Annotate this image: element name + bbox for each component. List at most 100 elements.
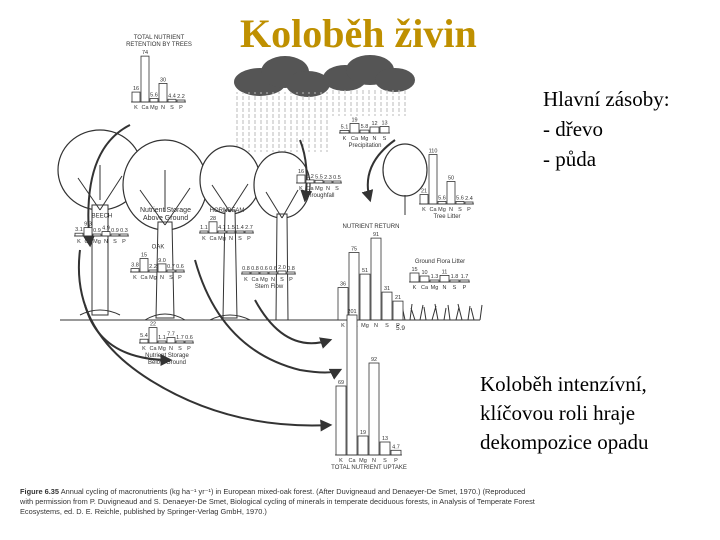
category-label-uptake-P: P — [394, 458, 398, 464]
panel-ground-flora: 15K10Ca1.3Mg11N1.8S1.7PGround Flora Litt… — [409, 259, 470, 291]
value-label-oak-K: 3.8 — [131, 263, 139, 269]
bar-nutrient-return-P — [393, 301, 403, 320]
value-label-tree-litter-Mg: 5.6 — [438, 195, 446, 201]
category-label-tree-litter-Ca: Ca — [429, 207, 437, 213]
bar-beech-K — [75, 233, 83, 236]
category-label-beech-P: P — [122, 239, 126, 245]
category-label-precipitation-S: S — [383, 136, 387, 142]
category-label-beech-Ca: Ca — [84, 239, 92, 245]
category-label-stem-flow-S: S — [280, 277, 284, 283]
category-label-precipitation-N: N — [373, 136, 377, 142]
bar-uptake-S — [380, 442, 390, 455]
value-label-below-ground-S: 1.7 — [176, 335, 184, 341]
category-label-ground-flora-N: N — [443, 285, 447, 291]
category-label-throughfall-N: N — [326, 186, 330, 192]
value-label-stem-flow-P: 0.8 — [287, 266, 295, 272]
value-label-tree-litter-Ca: 110 — [429, 149, 438, 155]
value-label-oak-N: 9.0 — [158, 258, 166, 264]
category-label-precipitation-Mg: Mg — [361, 136, 369, 142]
value-label-beech-Ca: 9.3 — [84, 222, 92, 228]
category-label-ground-flora-Mg: Mg — [431, 285, 439, 291]
value-label-throughfall-Ca: 6.2 — [306, 174, 314, 180]
category-label-below-ground-Ca: Ca — [149, 346, 157, 352]
main-stores-heading: Hlavní zásoby: — [543, 84, 670, 114]
value-label-precipitation-Mg: 5.8 — [361, 124, 369, 130]
value-label-uptake-Ca: 201 — [347, 309, 356, 315]
cycle-note-line-2: klíčovou roli hraje — [480, 399, 649, 428]
category-label-below-ground-N: N — [169, 346, 173, 352]
bar-nutrient-return-S — [382, 292, 392, 320]
bar-uptake-N — [369, 363, 379, 455]
bar-throughfall-K — [297, 175, 305, 183]
value-label-hornbeam-P: 2.7 — [245, 225, 253, 231]
bar-retention-S — [168, 99, 176, 102]
category-label-nutrient-return-K: K — [341, 323, 345, 329]
cycle-note-line-3: dekompozice opadu — [480, 428, 649, 457]
ground-flora-grass — [402, 304, 482, 320]
above-ground-label-1: Nutrient Storage — [140, 207, 191, 214]
value-label-beech-K: 3.1 — [75, 227, 83, 233]
panel-title-precipitation: Precipitation — [348, 143, 381, 149]
panel-title-retention: RETENTION BY TREES — [126, 42, 192, 48]
value-label-hornbeam-Ca: 28 — [210, 216, 216, 222]
bar-retention-Mg — [150, 99, 158, 102]
value-label-beech-S: 0.9 — [111, 228, 119, 234]
value-label-precipitation-S: 13 — [381, 121, 387, 127]
value-label-nutrient-return-P: 21 — [395, 295, 401, 301]
category-label-retention-N: N — [161, 105, 165, 111]
value-label-ground-flora-Mg: 1.3 — [431, 274, 439, 280]
bar-hornbeam-Ca — [209, 222, 217, 233]
category-label-ground-flora-K: K — [413, 285, 417, 291]
bar-retention-Ca — [141, 56, 149, 102]
value-label-nutrient-return-Mg: 51 — [362, 268, 368, 274]
category-label-uptake-N: N — [372, 458, 376, 464]
value-label-hornbeam-N: 1.5 — [227, 225, 235, 231]
panel-title-hornbeam: HORNBEAM — [210, 208, 245, 214]
category-label-stem-flow-P: P — [289, 277, 293, 283]
tree-beech — [58, 130, 142, 315]
value-label-uptake-S: 13 — [382, 436, 388, 442]
bar-beech-Ca — [84, 228, 92, 236]
value-label-precipitation-K: 5.1 — [341, 124, 349, 130]
value-label-retention-K: 16 — [133, 86, 139, 92]
category-label-beech-K: K — [77, 239, 81, 245]
panel-title-uptake: TOTAL NUTRIENT UPTAKE — [331, 465, 407, 471]
category-label-nutrient-return-N: N — [374, 323, 378, 329]
value-label-oak-Mg: 2.2 — [149, 264, 157, 270]
tree-oak — [123, 140, 207, 320]
category-label-hornbeam-S: S — [238, 236, 242, 242]
category-label-uptake-K: K — [339, 458, 343, 464]
value-label-below-ground-Mg: 1.1 — [158, 335, 166, 341]
category-label-hornbeam-K: K — [202, 236, 206, 242]
value-label-below-ground-Ca: 22 — [150, 322, 156, 328]
value-label-precipitation-N: 12 — [371, 121, 377, 127]
cloud-right — [323, 55, 415, 116]
panel-title-throughfall: Throughfall — [304, 193, 334, 199]
bar-below-ground-Ca — [149, 328, 157, 343]
category-label-throughfall-S: S — [335, 186, 339, 192]
category-label-stem-flow-Mg: Mg — [260, 277, 268, 283]
category-label-below-ground-K: K — [142, 346, 146, 352]
panel-title-stem-flow: Stem Flow — [255, 284, 284, 290]
bar-uptake-Mg — [358, 436, 368, 455]
value-label-nutrient-return-N: 91 — [373, 232, 379, 238]
value-label-uptake-P: 4.7 — [392, 444, 400, 450]
value-label-nutrient-return-K: 36 — [340, 282, 346, 288]
category-label-precipitation-K: K — [343, 136, 347, 142]
bar-oak-K — [131, 269, 139, 272]
value-label-nutrient-return-S: 31 — [384, 286, 390, 292]
value-label-ground-flora-K: 15 — [411, 267, 417, 273]
category-label-throughfall-Ca: Ca — [306, 186, 314, 192]
panel-tree-litter: 21K110Ca5.6Mg50N5.6S2.4PTree Litter — [419, 149, 474, 221]
cycle-note-block: Koloběh intenzívní, klíčovou roli hraje … — [480, 370, 649, 457]
cycle-note-line-1: Koloběh intenzívní, — [480, 370, 649, 399]
value-label-ground-flora-N: 11 — [442, 269, 448, 275]
cloud-left — [234, 56, 330, 152]
bar-retention-N — [159, 83, 167, 102]
bar-beech-N — [102, 232, 110, 236]
category-label-uptake-Ca: Ca — [348, 458, 356, 464]
category-label-below-ground-P: P — [187, 346, 191, 352]
value-label-throughfall-S: 0.5 — [333, 175, 341, 181]
